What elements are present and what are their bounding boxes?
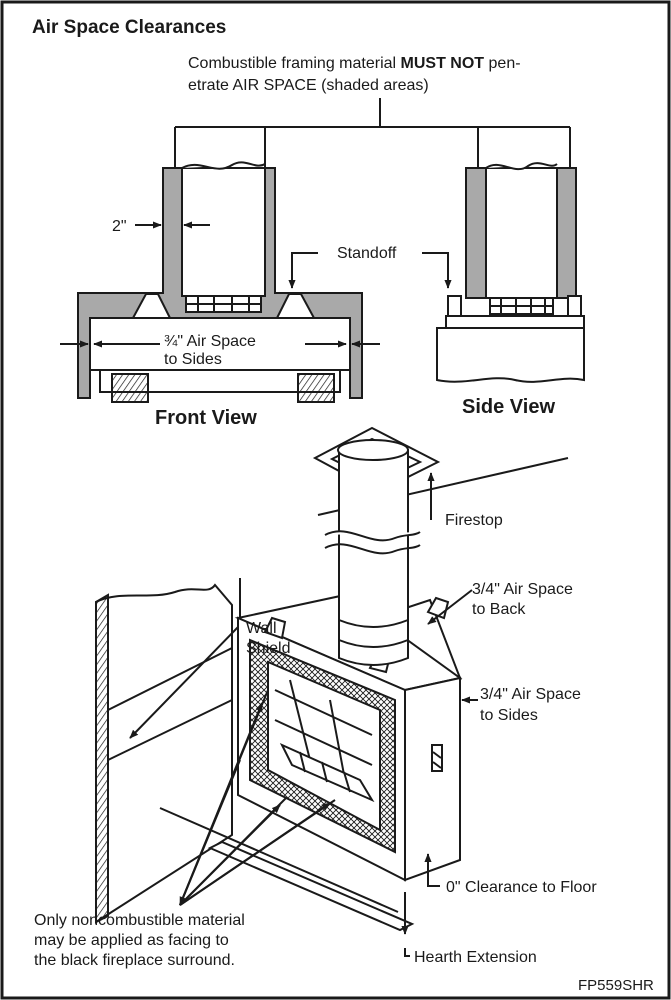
air-space-sides-line2: to Sides	[480, 707, 538, 724]
hearth-extension-label: Hearth Extension	[414, 949, 537, 966]
facing-arrows	[179, 702, 331, 906]
figure-title: Air Space Clearances	[32, 17, 226, 38]
wall-shield-line2: Shield	[246, 640, 290, 657]
air-space-back-line1: 3/4" Air Space	[472, 581, 573, 598]
facing-note-line1: Only noncombustible material	[34, 912, 245, 929]
chimney-pipe	[324, 439, 421, 666]
air-space-sides-front-line1: ¾" Air Space	[164, 333, 256, 350]
two-inch-label: 2"	[112, 218, 127, 235]
figure-code: FP559SHR	[578, 977, 654, 994]
front-view-dimensions	[60, 221, 380, 348]
facing-note-line2: may be applied as facing to	[34, 932, 229, 949]
wall-shield-panel	[95, 583, 233, 924]
front-view-caption: Front View	[155, 407, 257, 429]
air-space-sides-front-line2: to Sides	[164, 351, 222, 368]
air-space-sides-line1: 3/4" Air Space	[480, 686, 581, 703]
front-view-drawing	[77, 161, 363, 403]
framing-note-line1: Combustible framing material MUST NOT pe…	[188, 55, 521, 72]
fireplace-unit	[159, 593, 463, 932]
firestop-label: Firestop	[445, 512, 503, 529]
side-view-caption: Side View	[462, 396, 555, 418]
floor-clearance-label: 0" Clearance to Floor	[446, 879, 597, 896]
facing-note-line3: the black fireplace surround.	[34, 952, 235, 969]
standoff-side-arrow	[422, 252, 452, 289]
standoff-label: Standoff	[337, 245, 397, 262]
framing-note-line2: etrate AIR SPACE (shaded areas)	[188, 77, 429, 94]
hearth-leader	[404, 948, 410, 957]
wall-shield-line1: Wall	[246, 620, 277, 637]
side-view-drawing	[436, 162, 585, 383]
floor-clearance-leader	[427, 880, 440, 887]
air-space-back-line2: to Back	[472, 601, 526, 618]
